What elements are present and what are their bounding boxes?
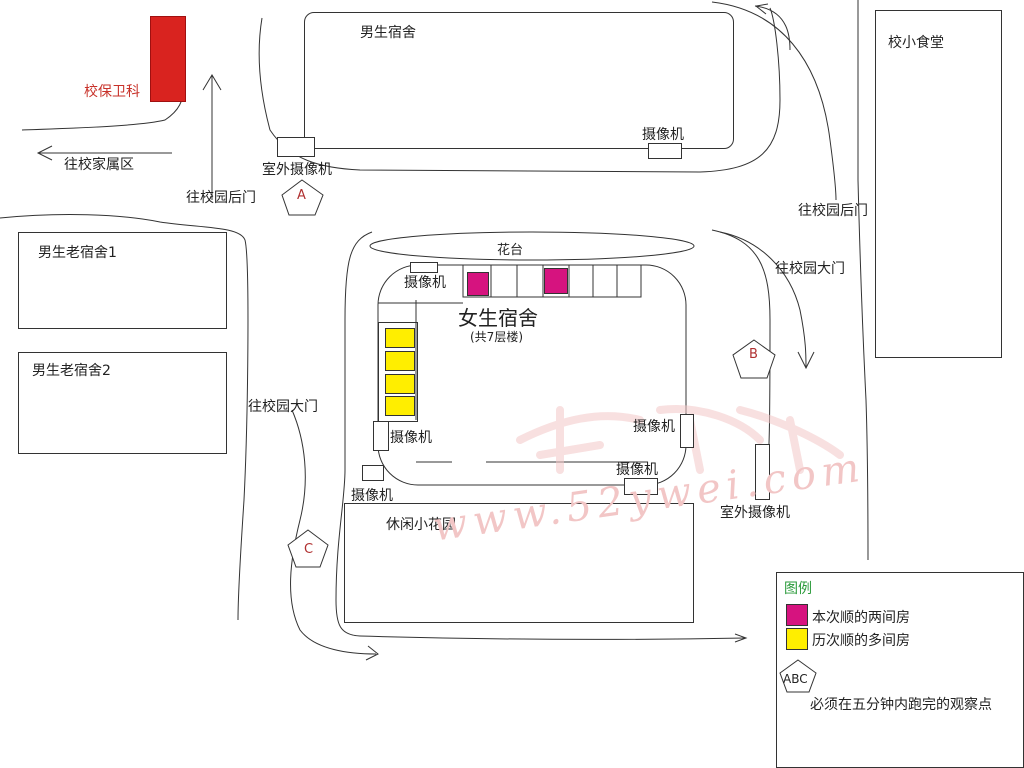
old-boys-dorm-1-label: 男生老宿舍1 <box>38 245 117 261</box>
old-boys-dorm-2 <box>18 352 227 454</box>
point-a-label: A <box>297 188 306 203</box>
room-history-1 <box>385 328 415 348</box>
boys-dorm-label: 男生宿舍 <box>360 25 416 41</box>
route-to-back-gate-right <box>711 1 837 201</box>
to-back-gate-left-label: 往校园后门 <box>186 190 256 206</box>
camera-top-label: 摄像机 <box>642 127 684 143</box>
road-east <box>857 0 869 561</box>
point-b-label: B <box>749 347 758 362</box>
rooms-column-outline <box>378 322 418 422</box>
legend-item3-label: 必须在五分钟内跑完的观察点 <box>810 697 992 713</box>
legend-history-swatch <box>786 628 808 650</box>
route-arrow-top <box>754 5 791 51</box>
camera-a-box <box>277 137 315 157</box>
legend-title: 图例 <box>784 581 812 597</box>
to-family-area-label: 往校家属区 <box>64 157 134 173</box>
girls-dorm-building <box>415 300 648 463</box>
girls-dorm-floors-label: (共7层楼) <box>470 330 523 344</box>
arrow-top-head <box>754 3 769 15</box>
arrow-main-gate-left-head <box>365 645 379 661</box>
security-office-label: 校保卫科 <box>84 84 140 100</box>
road-boys-dorm <box>258 7 781 173</box>
camera-right-box <box>680 414 694 448</box>
flower-bed-label: 花台 <box>497 243 524 258</box>
to-main-gate-right-label: 往校园大门 <box>775 261 845 277</box>
camera-bottom-left-label: 摄像机 <box>351 488 393 504</box>
old-boys-dorm-2-label: 男生老宿舍2 <box>32 363 111 379</box>
camera-bottom-left-box <box>362 465 384 481</box>
girls-dorm-label: 女生宿舍 <box>458 306 538 330</box>
observation-point-c-icon <box>287 529 329 568</box>
route-to-main-gate-right <box>719 231 807 369</box>
legend-item2-label: 历次顺的多间房 <box>812 633 910 649</box>
camera-inner-top-label: 摄像机 <box>404 275 446 291</box>
camera-left-box <box>373 421 389 451</box>
security-office <box>150 16 186 102</box>
legend-item1-label: 本次顺的两间房 <box>812 610 910 626</box>
room-current-2 <box>544 268 568 294</box>
arrow-bottom-head <box>734 633 748 643</box>
camera-left-label: 摄像机 <box>390 430 432 446</box>
leisure-garden-label: 休闲小花园 <box>386 517 456 533</box>
room-cells-top <box>378 264 642 304</box>
old-boys-dorm-1 <box>18 232 227 329</box>
observation-point-b-icon <box>732 339 776 379</box>
flower-bed-ellipse <box>369 231 695 261</box>
boys-dorm <box>304 12 734 149</box>
outdoor-camera-a-label: 室外摄像机 <box>262 162 332 178</box>
arrow-main-gate-right-head <box>797 351 815 370</box>
camera-inner-top-box <box>410 262 438 273</box>
room-current-1 <box>467 272 489 296</box>
road-left-west <box>0 214 249 621</box>
road-girls-west <box>335 231 746 640</box>
girls-dorm-ring <box>377 264 687 486</box>
camera-bottom-right-box <box>624 478 658 495</box>
room-history-2 <box>385 351 415 371</box>
route-to-main-gate-left <box>290 409 377 655</box>
legend-current-swatch <box>786 604 808 626</box>
watermark-graphic <box>516 405 844 474</box>
camera-b-box <box>755 444 770 500</box>
observation-point-a-icon <box>281 179 324 216</box>
legend-symbol-label: ABC <box>783 672 808 686</box>
legend-box <box>776 572 1024 768</box>
room-history-3 <box>385 374 415 394</box>
to-back-gate-right-label: 往校园后门 <box>798 203 868 219</box>
camera-right-label: 摄像机 <box>633 419 675 435</box>
legend-pentagon-icon <box>779 659 817 693</box>
arrow-family-area <box>36 145 172 161</box>
small-canteen <box>875 10 1002 358</box>
room-history-4 <box>385 396 415 416</box>
leisure-garden <box>344 503 694 623</box>
camera-bottom-right-label: 摄像机 <box>616 462 658 478</box>
camera-top-box <box>648 143 682 159</box>
point-c-label: C <box>304 542 314 557</box>
outdoor-camera-b-label: 室外摄像机 <box>720 505 790 521</box>
to-main-gate-left-label: 往校园大门 <box>248 399 318 415</box>
small-canteen-label: 校小食堂 <box>888 35 944 51</box>
arrow-back-gate-left <box>202 74 222 200</box>
